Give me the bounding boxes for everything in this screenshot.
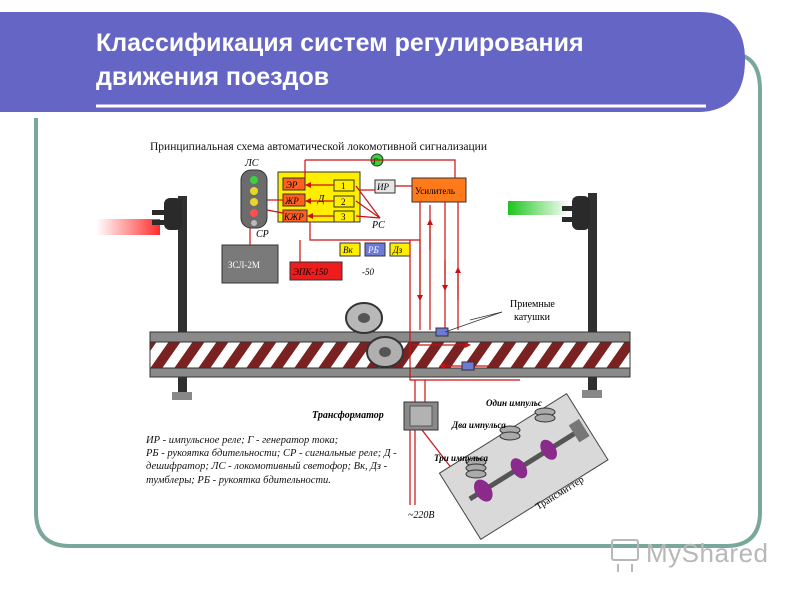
label-minus50: -50	[362, 267, 374, 277]
slide-title-line2: движения поездов	[96, 63, 330, 91]
amplifier-box	[411, 177, 467, 203]
relay-zhr: ЖР	[282, 193, 306, 207]
label-rs: РС	[371, 220, 385, 231]
epk-150-box	[289, 261, 343, 281]
pulse-coils	[465, 407, 556, 479]
svg-text:РБ: РБ	[367, 245, 379, 255]
label-transformer: Трансформатор	[312, 410, 384, 421]
label-sr: СР	[256, 229, 269, 240]
switch-dz: Дз	[389, 242, 411, 257]
receiver-coils	[435, 327, 475, 371]
label-g: Г	[372, 157, 378, 166]
relay-kzhr: КЖР	[282, 209, 308, 223]
label-three-pulses: Три импульса	[434, 453, 488, 463]
svg-text:ЖР: ЖР	[284, 196, 299, 206]
diagram-legend: ИР - импульсное реле; Г - генератор тока…	[146, 435, 397, 486]
slide-title-line1: Классификация систем регулирования	[96, 29, 584, 57]
locomotive-signal-ls	[240, 169, 268, 229]
circuit-wiring	[249, 159, 520, 506]
myshared-logo-icon	[611, 539, 639, 572]
label-epk: ЭПК-150	[293, 267, 328, 277]
locomotive-wheelset	[345, 302, 404, 368]
label-coils-1: Приемные	[510, 299, 555, 310]
svg-text:3: 3	[341, 212, 346, 222]
watermark-text: MyShared	[646, 538, 769, 568]
green-signal-glow	[508, 201, 570, 215]
label-coils-2: катушки	[514, 312, 551, 323]
svg-text:ЭР: ЭР	[286, 180, 298, 190]
label-ls: ЛС	[244, 158, 259, 169]
slide-frame-border	[34, 53, 762, 548]
switch-vk: Вк	[339, 242, 361, 257]
label-two-pulses: Два импульса	[451, 420, 506, 430]
label-amplifier: Усилитель	[415, 186, 455, 196]
svg-text:Дз: Дз	[392, 245, 403, 255]
zsl-2m-box	[221, 244, 279, 284]
label-220v: ~220В	[408, 510, 435, 521]
label-one-pulse: Один импульс	[486, 398, 542, 408]
label-zsl: ЗСЛ-2М	[228, 260, 260, 270]
slide-title: Классификация систем регулирования движе…	[96, 26, 716, 94]
label-d: Д	[317, 194, 325, 205]
left-wayside-signal	[152, 196, 192, 400]
svg-text:2: 2	[341, 197, 346, 207]
svg-text:КЖР: КЖР	[283, 212, 304, 222]
diagram-heading: Принципиальная схема автоматической локо…	[150, 141, 487, 153]
relay-er: ЭР	[282, 177, 306, 191]
red-signal-glow	[96, 219, 160, 235]
svg-text:1: 1	[341, 181, 346, 191]
svg-text:Вк: Вк	[343, 245, 353, 255]
vigilance-handle-rb: РБ	[364, 242, 386, 257]
label-ir: ИР	[376, 182, 389, 192]
decoder-cells: 1 2 3	[333, 179, 355, 223]
code-transmitter	[438, 392, 609, 541]
slide-header-band	[0, 12, 745, 112]
right-wayside-signal	[562, 193, 602, 398]
